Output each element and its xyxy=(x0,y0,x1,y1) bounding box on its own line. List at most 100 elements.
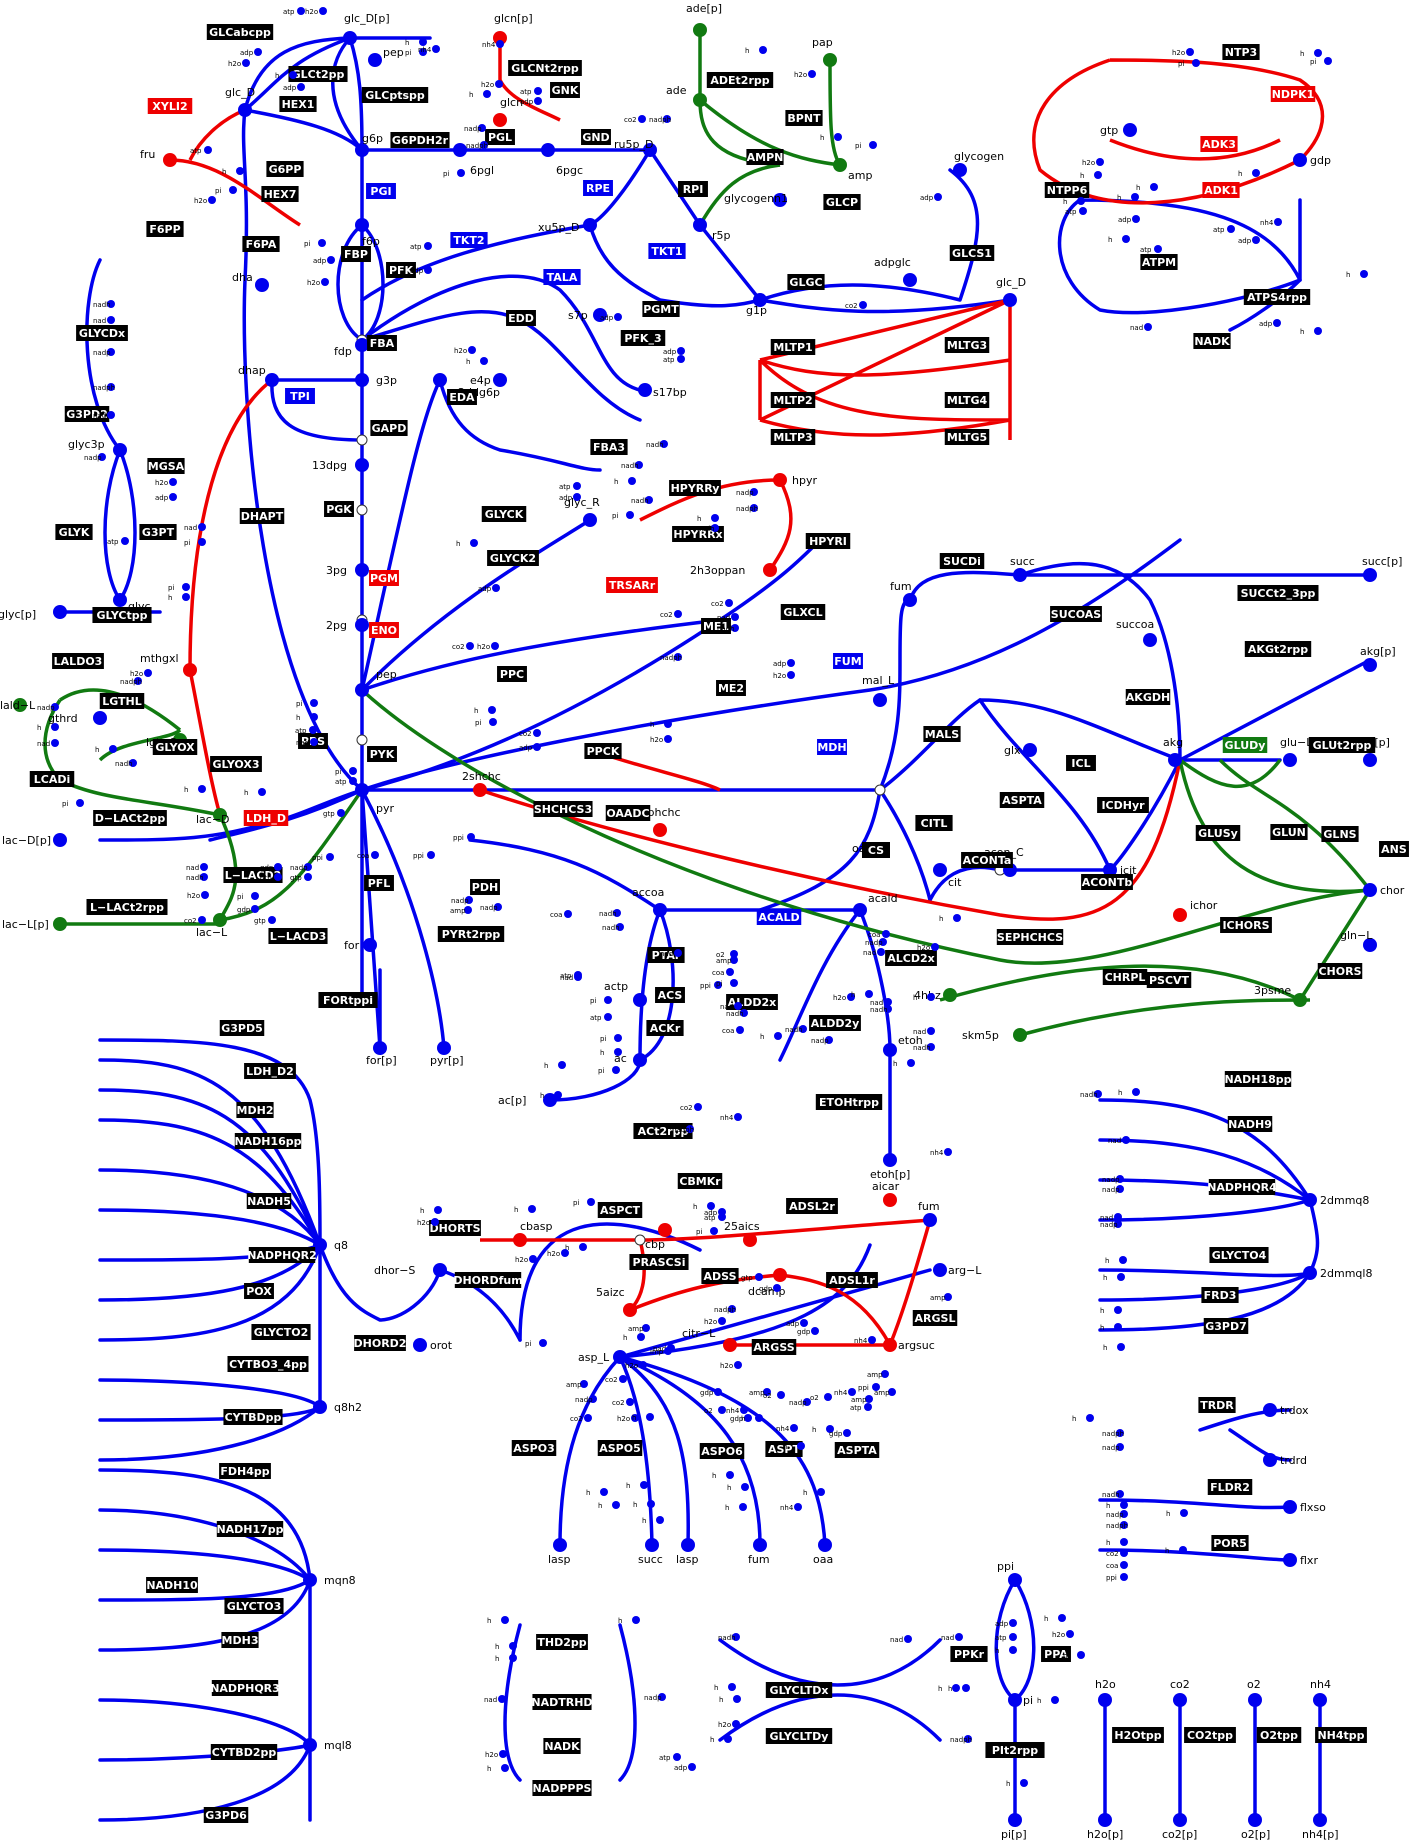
reaction-GLYCTO3[interactable]: GLYCTO3 xyxy=(224,1598,284,1614)
reaction-NADH9[interactable]: NADH9 xyxy=(1227,1116,1273,1132)
reaction-GLYCLTDx[interactable]: GLYCLTDx xyxy=(765,1682,833,1698)
reaction-AKGt2rpp[interactable]: AKGt2rpp xyxy=(1244,641,1312,657)
metabolite-node-6pgl[interactable] xyxy=(453,143,467,157)
reaction-POX[interactable]: POX xyxy=(244,1283,274,1299)
metabolite-node-h2o_p[interactable] xyxy=(1098,1813,1112,1827)
reaction-ME2[interactable]: ME2 xyxy=(716,680,746,696)
metabolite-node-ppi[interactable] xyxy=(1008,1573,1022,1587)
reaction-L_LACD2[interactable]: L−LACD2 xyxy=(223,867,283,883)
reaction-ICHORS[interactable]: ICHORS xyxy=(1220,917,1272,933)
reaction-ME1[interactable]: ME1 xyxy=(701,618,731,634)
reaction-NTPP6[interactable]: NTPP6 xyxy=(1044,182,1090,198)
reaction-ICDHyr[interactable]: ICDHyr xyxy=(1097,797,1149,813)
reaction-LDH_D[interactable]: LDH_D xyxy=(243,810,289,826)
metabolite-node-lasp2[interactable] xyxy=(681,1538,695,1552)
reaction-O2tpp[interactable]: O2tpp xyxy=(1256,1727,1302,1743)
reaction-PPA[interactable]: PPA xyxy=(1041,1646,1071,1662)
reaction-PPC[interactable]: PPC xyxy=(497,666,527,682)
metabolite-node-mqn8[interactable] xyxy=(303,1573,317,1587)
reaction-GLYCK2[interactable]: GLYCK2 xyxy=(487,550,539,566)
metabolite-node-trdox[interactable] xyxy=(1263,1403,1277,1417)
reaction-MLTP3[interactable]: MLTP3 xyxy=(770,429,816,445)
reaction-L_LACt2rpp[interactable]: L−LACt2rpp xyxy=(86,899,168,915)
reaction-THD2pp[interactable]: THD2pp xyxy=(536,1634,588,1650)
metabolite-node-fdp[interactable] xyxy=(355,338,369,352)
reaction-DHORD2[interactable]: DHORD2 xyxy=(354,1335,407,1351)
metabolite-node-pi_p[interactable] xyxy=(1008,1813,1022,1827)
reaction-NH4tpp[interactable]: NH4tpp xyxy=(1315,1727,1367,1743)
reaction-PFK[interactable]: PFK xyxy=(386,262,416,278)
metabolite-node-s7p[interactable] xyxy=(593,308,607,322)
metabolite-node-pap[interactable] xyxy=(823,53,837,67)
reaction-TRDR[interactable]: TRDR xyxy=(1198,1397,1236,1413)
reaction-ANS[interactable]: ANS xyxy=(1379,841,1409,857)
reaction-GLYOX[interactable]: GLYOX xyxy=(152,739,198,755)
metabolite-node-fum3[interactable] xyxy=(753,1538,767,1552)
metabolite-node-hpyr[interactable] xyxy=(773,473,787,487)
metabolite-node-ichor[interactable] xyxy=(1173,908,1187,922)
reaction-G3PT[interactable]: G3PT xyxy=(139,524,177,540)
metabolite-node-succ[interactable] xyxy=(1013,568,1027,582)
reaction-HPYRI[interactable]: HPYRI xyxy=(805,533,851,549)
reaction-ATPS4rpp[interactable]: ATPS4rpp xyxy=(1243,289,1311,305)
reaction-FDH4pp[interactable]: FDH4pp xyxy=(219,1463,271,1479)
reaction-PFK_3[interactable]: PFK_3 xyxy=(620,330,666,346)
reaction-MLTG5[interactable]: MLTG5 xyxy=(944,429,990,445)
reaction-ENO[interactable]: ENO xyxy=(369,622,399,638)
metabolite-node-oaa2[interactable] xyxy=(818,1538,832,1552)
reaction-ALDD2y[interactable]: ALDD2y xyxy=(809,1015,861,1031)
reaction-GLCP[interactable]: GLCP xyxy=(823,194,861,210)
reaction-GLYCDx[interactable]: GLYCDx xyxy=(76,325,128,341)
reaction-NADH18pp[interactable]: NADH18pp xyxy=(1224,1071,1292,1087)
reaction-SEPHCHCS[interactable]: SEPHCHCS xyxy=(996,929,1064,945)
metabolite-node-cit[interactable] xyxy=(933,863,947,877)
metabolite-node-dhor_S[interactable] xyxy=(433,1263,447,1277)
metabolite-node-lac_D[interactable] xyxy=(213,808,227,822)
reaction-PIt2rpp[interactable]: PIt2rpp xyxy=(985,1742,1045,1758)
reaction-NADK2[interactable]: NADK xyxy=(543,1738,581,1754)
metabolite-node-glc_D_p[interactable] xyxy=(343,31,357,45)
reaction-NADH5[interactable]: NADH5 xyxy=(246,1193,292,1209)
reaction-PGK[interactable]: PGK xyxy=(324,501,354,517)
reaction-NADH16pp[interactable]: NADH16pp xyxy=(234,1133,302,1149)
reaction-MALS[interactable]: MALS xyxy=(923,726,961,742)
reaction-ASPTA[interactable]: ASPTA xyxy=(999,792,1045,808)
metabolite-node-amp[interactable] xyxy=(833,158,847,172)
metabolite-node-cbasp[interactable] xyxy=(513,1233,527,1247)
reaction-G3PD2[interactable]: G3PD2 xyxy=(64,406,110,422)
reaction-MLTG3[interactable]: MLTG3 xyxy=(944,337,990,353)
metabolite-node-lac_D_p[interactable] xyxy=(53,833,67,847)
reaction-PSCVT[interactable]: PSCVT xyxy=(1146,972,1192,988)
reaction-PRASCSi[interactable]: PRASCSi xyxy=(629,1254,689,1270)
metabolite-node-ac_p[interactable] xyxy=(543,1093,557,1107)
reaction-ADEt2rpp[interactable]: ADEt2rpp xyxy=(706,72,774,88)
metabolite-node-chor[interactable] xyxy=(1363,883,1377,897)
reaction-EDA[interactable]: EDA xyxy=(447,389,477,405)
metabolite-node-2dmmq8[interactable] xyxy=(1303,1193,1317,1207)
metabolite-node-nh4_p[interactable] xyxy=(1313,1813,1327,1827)
reaction-NADPHQR4[interactable]: NADPHQR4 xyxy=(1207,1179,1277,1195)
reaction-NADTRHD[interactable]: NADTRHD xyxy=(531,1694,593,1710)
metabolite-node-pep[interactable] xyxy=(355,683,369,697)
reaction-ADSS[interactable]: ADSS xyxy=(701,1268,739,1284)
metabolite-node-gdp[interactable] xyxy=(1293,153,1307,167)
reaction-MDH3[interactable]: MDH3 xyxy=(221,1632,259,1648)
metabolite-node-nh4[interactable] xyxy=(1313,1693,1327,1707)
reaction-NTP3[interactable]: NTP3 xyxy=(1222,44,1260,60)
metabolite-node-arg_L[interactable] xyxy=(933,1263,947,1277)
metabolite-node-pyr[interactable] xyxy=(355,783,369,797)
metabolite-node-actp[interactable] xyxy=(633,993,647,1007)
metabolite-node-6pgc[interactable] xyxy=(541,143,555,157)
reaction-SUCCt2_3pp[interactable]: SUCCt2_3pp xyxy=(1237,585,1319,601)
reaction-NADPHQR3[interactable]: NADPHQR3 xyxy=(210,1680,280,1696)
metabolite-node-aicar[interactable] xyxy=(883,1193,897,1207)
reaction-PYK[interactable]: PYK xyxy=(367,746,397,762)
reaction-PPCK[interactable]: PPCK xyxy=(584,743,622,759)
metabolite-node-flxr[interactable] xyxy=(1283,1553,1297,1567)
reaction-ARGSS[interactable]: ARGSS xyxy=(751,1339,797,1355)
reaction-MLTG4[interactable]: MLTG4 xyxy=(944,392,990,408)
reaction-FBA3[interactable]: FBA3 xyxy=(590,439,628,455)
reaction-L_LACD3[interactable]: L−LACD3 xyxy=(268,928,328,944)
reaction-GLYOX3[interactable]: GLYOX3 xyxy=(210,756,262,772)
reaction-GLYK[interactable]: GLYK xyxy=(55,524,93,540)
